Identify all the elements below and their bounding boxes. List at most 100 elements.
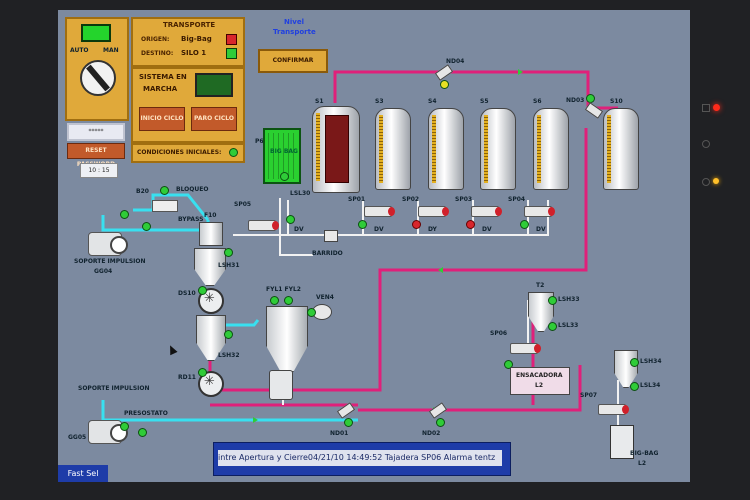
gg05-indicator: [138, 428, 147, 437]
label-ds10: DS10: [178, 290, 196, 297]
silo-s4-level: [432, 115, 436, 183]
valve-sp03[interactable]: [471, 206, 502, 217]
label-lsh34: LSH34: [640, 358, 662, 365]
label-presostato: PRESOSTATO: [124, 410, 168, 417]
man-label: MAN: [103, 47, 119, 54]
sp02-indicator: [412, 220, 421, 229]
power-led-red: [713, 104, 720, 111]
lsh31-indicator: [224, 248, 233, 257]
label-valve-1: DV: [374, 226, 384, 233]
level-transport-line2: Transporte: [273, 28, 316, 36]
label-sp02: SP02: [402, 196, 420, 203]
label-sp04: SP04: [508, 196, 526, 203]
valve-sp06[interactable]: [510, 343, 541, 354]
silo-s6[interactable]: [533, 108, 569, 190]
fyl1-indicator: [270, 296, 279, 305]
lsh34-indicator: [630, 358, 639, 367]
silo-label-s5: S5: [480, 98, 489, 105]
ensacadora-line2: L2: [535, 382, 543, 389]
fast-sel-button[interactable]: Fast Sel: [58, 465, 108, 482]
label-gg05: GG05: [68, 434, 87, 441]
label-sp01: SP01: [348, 196, 366, 203]
label-f10: F10: [204, 212, 217, 219]
gg04-indicator-1: [120, 210, 129, 219]
valve-sp05[interactable]: [248, 220, 279, 231]
valve-sp01[interactable]: [364, 206, 395, 217]
pipe-white-bigbag: [279, 198, 313, 256]
pipe-white-drops: [362, 200, 549, 236]
barrido-valve[interactable]: [324, 230, 338, 242]
gg04-indicator-2: [142, 222, 151, 231]
label-lsl33: LSL33: [558, 322, 579, 329]
label-nd01: ND01: [330, 430, 349, 437]
lsl33-indicator: [548, 322, 557, 331]
label-nd02: ND02: [422, 430, 441, 437]
filter-bag: [269, 370, 293, 400]
flow-arrow-1: [518, 69, 523, 75]
silo-s3[interactable]: [375, 108, 411, 190]
silo-s4[interactable]: [428, 108, 464, 190]
origin-value: Big-Bag: [181, 35, 212, 43]
label-barrido: BARRIDO: [312, 250, 343, 257]
silo-s10[interactable]: [603, 108, 639, 190]
ensacadora-l2[interactable]: ENSACADORA L2: [510, 367, 570, 395]
valve-sp04[interactable]: [524, 206, 555, 217]
confirm-button[interactable]: CONFIRMAR: [258, 49, 328, 73]
label-nd04: ND04: [446, 58, 465, 65]
big-bag-p6-text: BIG BAG: [270, 148, 298, 155]
label-sp05: SP05: [234, 201, 252, 208]
status-led-yellow: [713, 178, 719, 184]
sp01-indicator: [358, 220, 367, 229]
conditions-label: CONDICIONES INICIALES:: [137, 149, 222, 156]
password-field[interactable]: *****: [67, 123, 125, 141]
alarm-banner[interactable]: intre Apertura y Cierre04/21/10 14:49:52…: [213, 442, 511, 476]
power-icon[interactable]: [702, 140, 710, 148]
stop-cycle-button[interactable]: PARO CICLO: [191, 107, 237, 131]
running-indicator: [195, 73, 233, 97]
clock-display: 10 : 15: [80, 163, 118, 178]
valve-sp07[interactable]: [598, 404, 629, 415]
mode-indicator: [81, 24, 111, 42]
silo-s1[interactable]: [312, 106, 360, 193]
filter-f10[interactable]: [199, 222, 223, 246]
bloqueo-valve[interactable]: [152, 200, 178, 212]
big-bag-p6-grid: [268, 133, 296, 179]
alarm-message: intre Apertura y Cierre04/21/10 14:49:52…: [218, 450, 502, 466]
level-transport-line1: Nivel: [284, 18, 304, 26]
presostato-indicator: [120, 422, 129, 431]
silo-label-s4: S4: [428, 98, 437, 105]
mode-selector-knob[interactable]: [80, 60, 116, 96]
valve-sp02[interactable]: [418, 206, 449, 217]
hmi-screen: AUTO MAN ***** RESET PASSWORD TRANSPORTE…: [58, 10, 690, 482]
label-ven4: VEN4: [316, 294, 334, 301]
nd01-indicator: [344, 418, 353, 427]
silo-s1-level: [316, 113, 320, 181]
bigbag-l2-line1: BIG-BAG: [630, 450, 659, 457]
label-nd03: ND03: [566, 97, 585, 104]
silo-s5-level: [484, 115, 488, 183]
big-bag-l2[interactable]: [610, 425, 634, 459]
rotary-valve-rd11[interactable]: [198, 371, 224, 397]
silo-s5[interactable]: [480, 108, 516, 190]
silo-s1-fill: [325, 115, 349, 183]
flow-arrow-3: [253, 417, 258, 423]
silo-s6-level: [537, 115, 541, 183]
b20-indicator: [160, 186, 169, 195]
label-valve-4: DV: [536, 226, 546, 233]
pipe-cyan-upper: [133, 193, 210, 221]
label-lsl34: LSL34: [640, 382, 661, 389]
reset-password-button[interactable]: RESET PASSWORD: [67, 143, 125, 168]
sp05-indicator: [286, 215, 295, 224]
silo-s3-level: [379, 115, 383, 183]
cycle-panel: SISTEMA EN MARCHA INICIO CICLO PARO CICL…: [131, 67, 245, 143]
start-cycle-button[interactable]: INICIO CICLO: [139, 107, 185, 131]
label-fyl: FYL1 FYL2: [266, 286, 301, 293]
silo-label-s6: S6: [533, 98, 542, 105]
auto-label: AUTO: [70, 47, 89, 54]
label-valve-3: DV: [482, 226, 492, 233]
transport-title: TRANSPORTE: [163, 21, 216, 29]
destination-value: SILO 1: [181, 49, 207, 57]
conditions-indicator: [229, 148, 238, 157]
label-lsh31: LSH31: [218, 262, 240, 269]
auto-man-panel: AUTO MAN: [65, 17, 129, 121]
